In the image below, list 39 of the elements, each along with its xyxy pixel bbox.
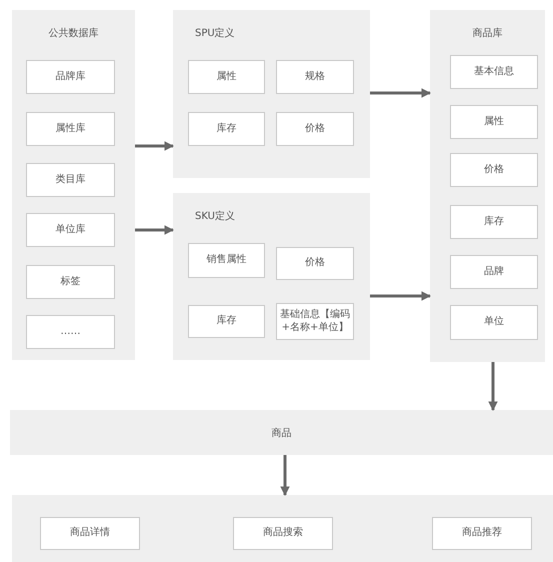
arrow: [280, 455, 290, 496]
module-box: 类目库: [26, 163, 115, 197]
module-box: 属性: [188, 60, 265, 94]
panel-title: SKU定义: [195, 210, 235, 223]
module-box: 价格: [450, 153, 538, 187]
module-box: 库存: [450, 205, 538, 239]
module-box: 规格: [276, 60, 354, 94]
arrow: [135, 225, 174, 235]
arrow: [370, 88, 431, 98]
module-box: 价格: [276, 112, 354, 146]
module-box: 单位: [450, 305, 538, 340]
module-box: 商品推荐: [432, 517, 532, 550]
module-box: 单位库: [26, 213, 115, 247]
module-box: 基础信息【编码+名称+单位】: [276, 303, 354, 340]
group-panel: [173, 193, 370, 360]
module-box: 标签: [26, 265, 115, 299]
module-box: 价格: [276, 247, 354, 280]
group-panel: [12, 495, 553, 562]
group-panel: [430, 10, 545, 362]
module-box: 属性: [450, 105, 538, 139]
module-box: 商品搜索: [233, 517, 333, 550]
group-panel: [12, 10, 135, 360]
panel-title: 商品库: [472, 26, 504, 40]
module-box: 库存: [188, 112, 265, 146]
module-box: 基本信息: [450, 55, 538, 89]
arrow: [370, 291, 431, 301]
panel-title: SPU定义: [195, 26, 235, 40]
panel-title: 公共数据库: [48, 26, 100, 40]
group-panel: [173, 10, 370, 178]
module-box: 品牌: [450, 255, 538, 289]
module-box: ……: [26, 315, 115, 349]
arrow: [488, 362, 498, 411]
module-box: 商品详情: [40, 517, 140, 550]
module-box: 品牌库: [26, 60, 115, 94]
module-box: 销售属性: [188, 243, 265, 278]
layer-band: 商品: [10, 410, 553, 455]
module-box: 库存: [188, 305, 265, 338]
arrow: [135, 141, 174, 151]
module-box: 属性库: [26, 112, 115, 146]
